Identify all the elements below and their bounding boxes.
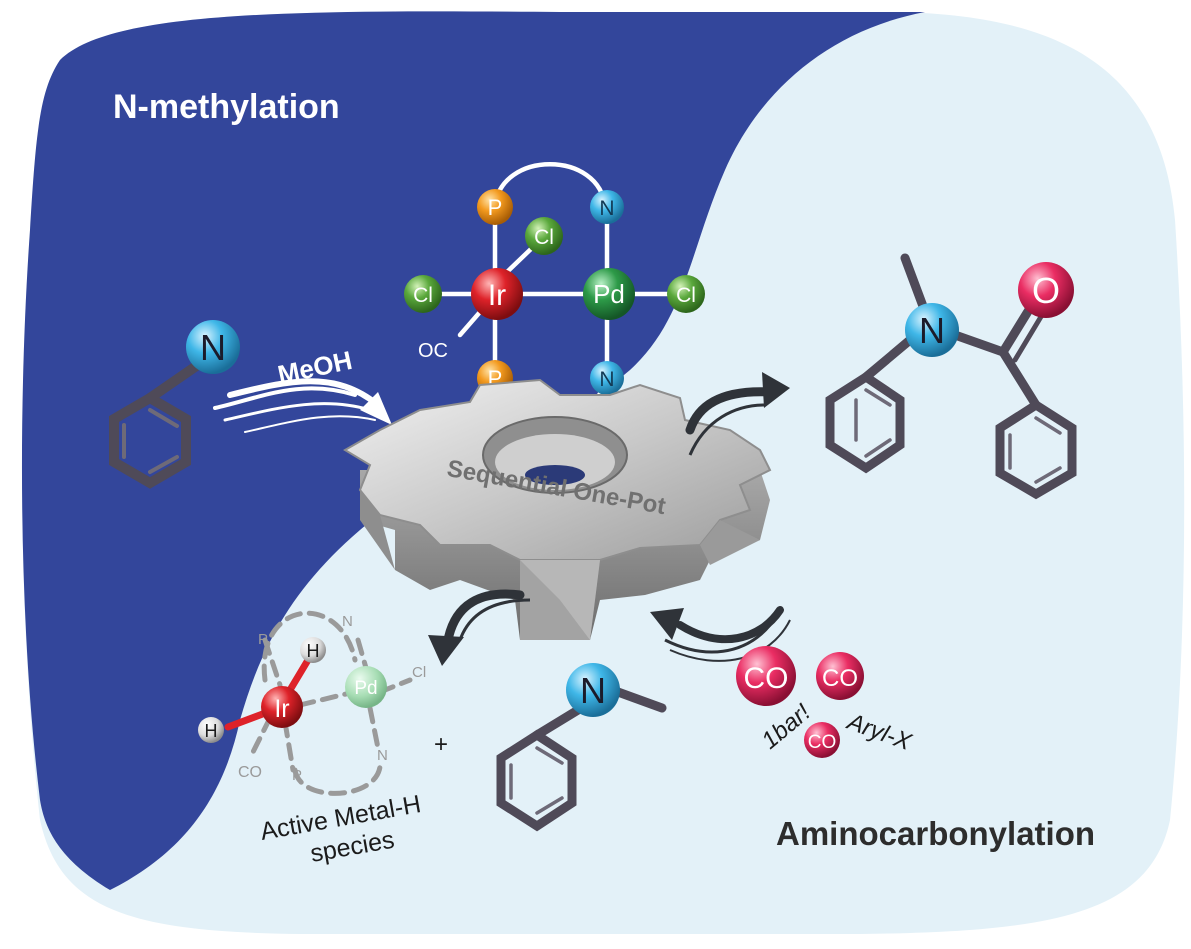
active-h-atom-2 — [198, 717, 224, 743]
product-arrow — [685, 372, 790, 456]
active-p-bottom-label: P — [292, 767, 302, 784]
active-n-bottom-label: N — [377, 747, 388, 764]
catalyst-n-bottom-label: N — [599, 368, 614, 391]
co-molecule-3 — [804, 722, 840, 758]
active-h-atom-1 — [300, 637, 326, 663]
co-label-2: CO — [822, 665, 858, 692]
plus-sign: + — [434, 731, 448, 758]
active-ir-h-bond-1 — [286, 656, 312, 694]
catalyst-cl-ir-top-label: Cl — [534, 226, 554, 249]
amide-molecule — [825, 253, 1077, 500]
amide-o-atom — [1018, 262, 1074, 318]
catalyst-p-top-label: P — [488, 195, 503, 220]
active-n-top-label: N — [342, 613, 353, 630]
catalyst-pd-atom — [583, 268, 635, 320]
methylaniline-n-atom — [566, 663, 620, 717]
n-methylation-label: N-methylation — [113, 88, 340, 126]
amide-o-label: O — [1032, 270, 1060, 311]
catalyst-ir-atom — [471, 268, 523, 320]
active-h-label-1: H — [307, 641, 320, 661]
meoh-arrowhead — [360, 392, 392, 425]
catalyst-cl-pd-right-atom — [667, 275, 705, 313]
meoh-arrow — [213, 378, 381, 433]
active-species-arrow — [428, 589, 531, 666]
co-label-3: CO — [808, 732, 837, 753]
co-molecule-1 — [736, 646, 796, 706]
catalyst-cl-ir-top-atom — [525, 217, 563, 255]
catalyst-p-top-atom — [477, 189, 513, 225]
active-cl-label: Cl — [412, 664, 426, 681]
active-pd-label: Pd — [354, 678, 377, 699]
active-pd-atom — [345, 666, 387, 708]
active-p-top-label: P — [258, 631, 268, 648]
catalyst-ir-label: Ir — [488, 279, 506, 312]
amide-n-atom — [905, 303, 959, 357]
active-ir-label: Ir — [274, 695, 289, 723]
methylaniline-n-label: N — [580, 670, 606, 711]
catalyst-cl-pd-right-label: Cl — [676, 284, 696, 307]
catalyst-co-label: OC — [418, 340, 448, 362]
active-ir-atom — [261, 686, 303, 728]
catalyst-pd-label: Pd — [593, 279, 625, 309]
catalyst-n-top-label: N — [599, 197, 614, 220]
co-feed-arrow — [650, 606, 791, 662]
amide-n-label: N — [919, 310, 945, 351]
aminocarbonylation-label: Aminocarbonylation — [776, 815, 1095, 852]
catalyst-cl-ir-left-atom — [404, 275, 442, 313]
catalyst-n-bottom-atom — [590, 361, 624, 395]
active-co-label: CO — [238, 764, 262, 781]
co-molecule-2 — [816, 652, 864, 700]
active-h-label-2: H — [205, 721, 218, 741]
methylaniline-molecule — [496, 687, 667, 832]
catalyst-cl-ir-left-label: Cl — [413, 284, 433, 307]
catalyst-n-top-atom — [590, 190, 624, 224]
gear — [343, 378, 772, 640]
co-label-1: CO — [744, 662, 789, 695]
aniline-n-label: N — [200, 327, 226, 368]
aniline-n-atom — [186, 320, 240, 374]
active-species-bonds — [247, 610, 413, 796]
active-ir-h-bond-2 — [224, 708, 272, 731]
